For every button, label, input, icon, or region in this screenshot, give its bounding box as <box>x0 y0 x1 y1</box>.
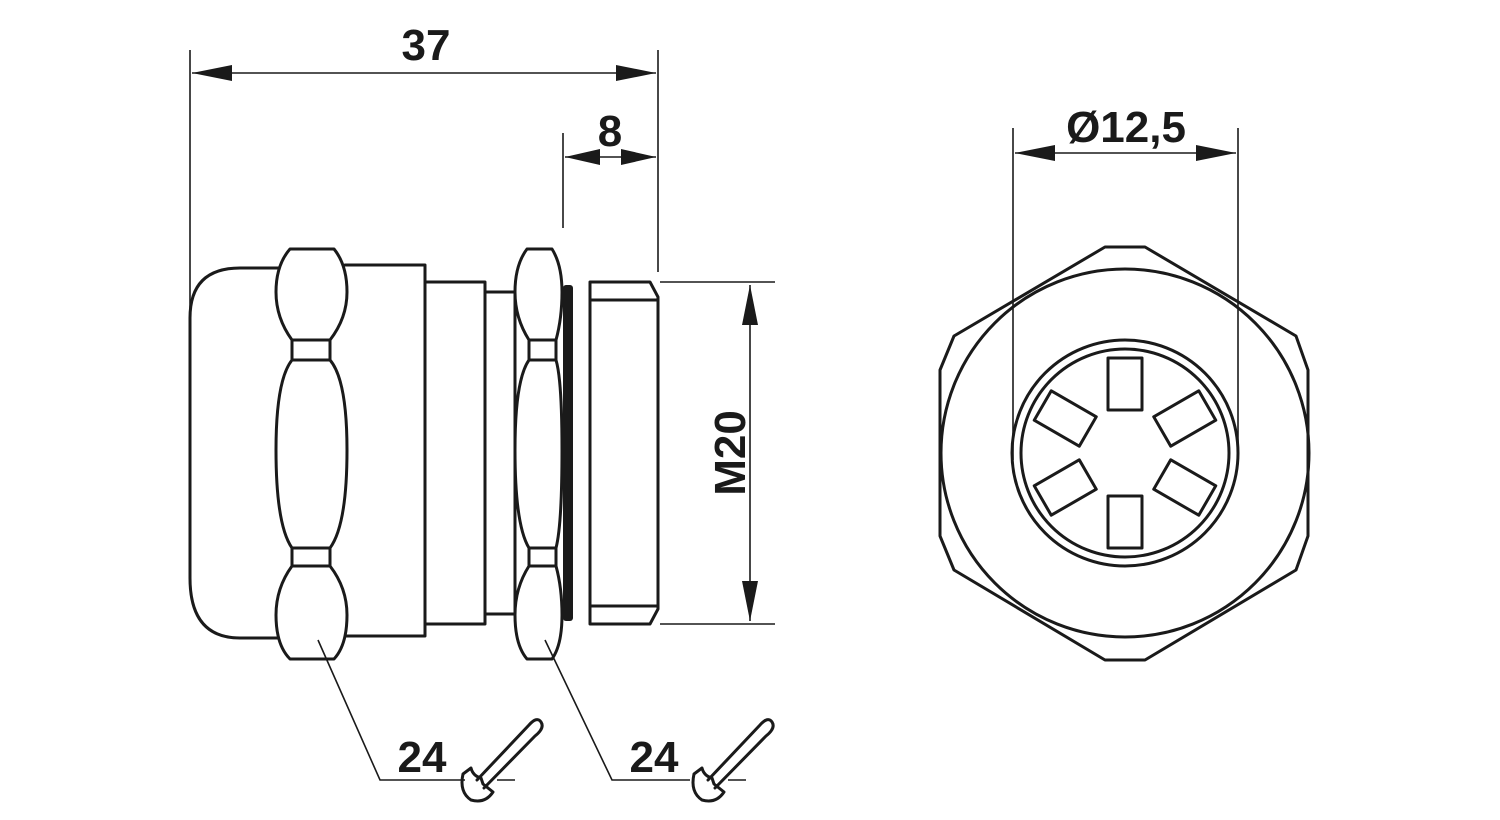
sealing-insert-outer <box>1010 338 1240 568</box>
wrench-icon <box>691 718 775 803</box>
dimension-thread-size: M20 <box>706 285 758 621</box>
body-hex-nut <box>513 247 564 661</box>
dimension-label-8: 8 <box>598 107 622 156</box>
dimension-label-37: 37 <box>402 21 451 70</box>
front-chamfer-circle <box>939 267 1311 639</box>
wrench-shaft <box>706 718 775 790</box>
neck-outer <box>423 280 487 626</box>
dimension-label-diameter: Ø12,5 <box>1066 103 1186 152</box>
dimension-label-m20: M20 <box>706 410 755 496</box>
leader-line-body <box>544 639 690 781</box>
dome-cap <box>188 266 280 640</box>
arrowhead-right <box>1196 145 1236 161</box>
dimension-clamping-diameter: Ø12,5 <box>1015 103 1236 161</box>
insert-slot <box>1152 458 1218 517</box>
wrench-icon <box>460 718 544 803</box>
wrench-size-label-cap: 24 <box>398 733 447 782</box>
arrowhead-left <box>192 65 232 81</box>
thread-outline <box>588 280 660 626</box>
cap-nut-outline <box>274 247 349 661</box>
arrowhead-bottom <box>742 581 758 621</box>
arrowhead-left <box>565 149 600 165</box>
insert-slot <box>1152 389 1218 448</box>
wrench-size-label-body: 24 <box>630 733 679 782</box>
arrowhead-top <box>742 285 758 325</box>
front-view: Ø12,5 <box>938 103 1311 662</box>
wrench-shaft <box>475 718 544 790</box>
sealing-washer <box>563 285 573 621</box>
wrench-jaw <box>460 766 495 803</box>
leader-line-cap <box>317 639 465 781</box>
arrowhead-right <box>621 149 656 165</box>
side-view: 37 8 M20 <box>188 21 775 803</box>
insert-slot <box>1032 458 1098 517</box>
insert-slot <box>1106 494 1144 550</box>
neck-inner <box>483 290 517 616</box>
insert-slots <box>1032 356 1218 550</box>
cap-ring <box>343 263 427 638</box>
insert-slot <box>1032 389 1098 448</box>
wrench-jaw <box>691 766 726 803</box>
insert-slot <box>1106 356 1144 412</box>
arrowhead-right <box>616 65 656 81</box>
dimension-overall-length: 37 <box>192 21 656 81</box>
thread-section <box>588 280 660 626</box>
front-hexagon <box>938 245 1310 662</box>
arrowhead-left <box>1015 145 1055 161</box>
sealing-insert-inner <box>1019 347 1231 559</box>
cap-hex-nut <box>274 247 349 661</box>
dimension-thread-length: 8 <box>565 107 656 165</box>
body-nut-outline <box>513 247 564 661</box>
